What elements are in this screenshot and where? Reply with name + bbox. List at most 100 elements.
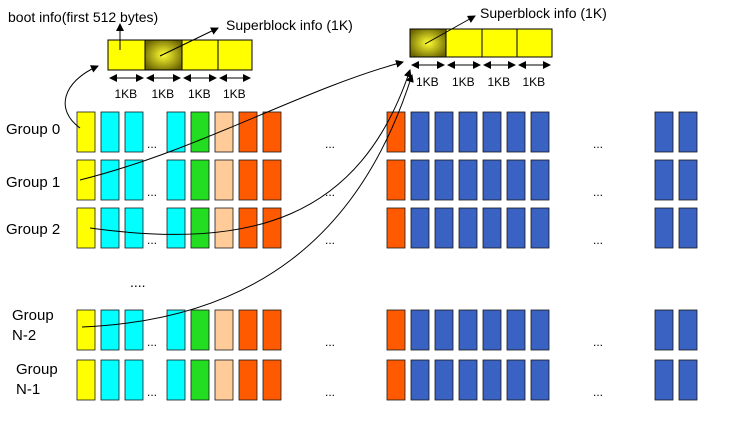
block-cyan (166, 159, 186, 201)
block-orange (386, 159, 406, 201)
group-label: N-2 (12, 327, 36, 344)
block-green (190, 309, 210, 351)
block-yellow (76, 309, 96, 351)
block-rows: ........................................… (76, 111, 698, 401)
block-blue (654, 309, 674, 351)
block-cyan (166, 309, 186, 351)
block-blue (678, 359, 698, 401)
block-yellow (76, 207, 96, 249)
block-blue (410, 359, 430, 401)
block-orange (238, 207, 258, 249)
block-peach (214, 309, 234, 351)
block-blue (530, 359, 550, 401)
block-blue (410, 207, 430, 249)
block-green (190, 111, 210, 153)
ellipsis: ... (593, 233, 603, 247)
block-blue (458, 359, 478, 401)
block-blue (482, 207, 502, 249)
group-label: N-1 (16, 381, 40, 398)
block-blue (678, 207, 698, 249)
ellipsis: ... (325, 385, 335, 399)
kb-label: 1KB (115, 87, 138, 101)
block-orange (386, 111, 406, 153)
block-blue (434, 309, 454, 351)
arrow-group2-to-superblock (89, 69, 412, 235)
superblock-info-arrow (159, 27, 219, 57)
block-peach (214, 359, 234, 401)
block-blue (410, 159, 430, 201)
block-blue (410, 309, 430, 351)
block-blue (506, 111, 526, 153)
ellipsis: ... (325, 137, 335, 151)
block-blue (530, 159, 550, 201)
block-blue (482, 159, 502, 201)
block-cyan (124, 159, 144, 201)
superblock-info-label-right: Superblock info (1K) (480, 5, 607, 21)
block-cell (481, 28, 518, 58)
block-blue (434, 159, 454, 201)
block-cell (217, 39, 253, 71)
connector-arrows (64, 59, 414, 328)
block-blue (506, 159, 526, 201)
arrow-groupN2-to-superblock (81, 74, 414, 328)
block-cyan (100, 207, 120, 249)
block-blue (530, 309, 550, 351)
block-blue (678, 309, 698, 351)
group-label: Group (16, 361, 58, 378)
group-label: Group 2 (6, 221, 60, 238)
ellipsis: ... (593, 385, 603, 399)
block-cyan (100, 111, 120, 153)
ellipsis: ... (325, 335, 335, 349)
block-yellow (76, 359, 96, 401)
block-cyan (166, 111, 186, 153)
boot-block (107, 39, 146, 71)
block-green (190, 159, 210, 201)
block-orange (262, 159, 282, 201)
block-blue (482, 359, 502, 401)
block-blue (506, 207, 526, 249)
block-orange (386, 359, 406, 401)
boot-info-label: boot info(first 512 bytes) (8, 9, 158, 25)
ellipsis: ... (325, 185, 335, 199)
block-cyan (124, 309, 144, 351)
group-label: Group 0 (6, 121, 60, 138)
superblock-info-label: Superblock info (1K) (226, 17, 353, 33)
block-green (190, 359, 210, 401)
ellipsis: ... (147, 385, 157, 399)
ellipsis: ... (147, 185, 157, 199)
ellipsis: ... (147, 233, 157, 247)
block-cyan (166, 359, 186, 401)
kb-label: 1KB (188, 87, 211, 101)
vertical-ellipsis: .... (130, 274, 146, 290)
block-yellow (76, 111, 96, 153)
ellipsis: ... (593, 185, 603, 199)
arrow-group1-to-superblock (79, 59, 404, 181)
block-yellow (76, 159, 96, 201)
block-blue (530, 111, 550, 153)
block-blue (654, 207, 674, 249)
superblock-cell (409, 28, 447, 58)
block-cyan (100, 159, 120, 201)
superblock-cell (144, 39, 183, 71)
ellipsis: ... (593, 335, 603, 349)
block-orange (238, 159, 258, 201)
block-cell (445, 28, 483, 58)
group-label: Group 1 (6, 174, 60, 191)
block-cyan (100, 309, 120, 351)
block-orange (262, 111, 282, 153)
kb-label: 1KB (523, 75, 546, 89)
block-cyan (124, 111, 144, 153)
block-orange (262, 207, 282, 249)
ellipsis: ... (147, 335, 157, 349)
kb-label: 1KB (416, 75, 439, 89)
arrow-group0-to-boot (64, 65, 99, 129)
block-blue (434, 359, 454, 401)
kb-label: 1KB (452, 75, 475, 89)
block-cyan (124, 207, 144, 249)
block-blue (434, 111, 454, 153)
block-blue (458, 159, 478, 201)
block-blue (654, 359, 674, 401)
